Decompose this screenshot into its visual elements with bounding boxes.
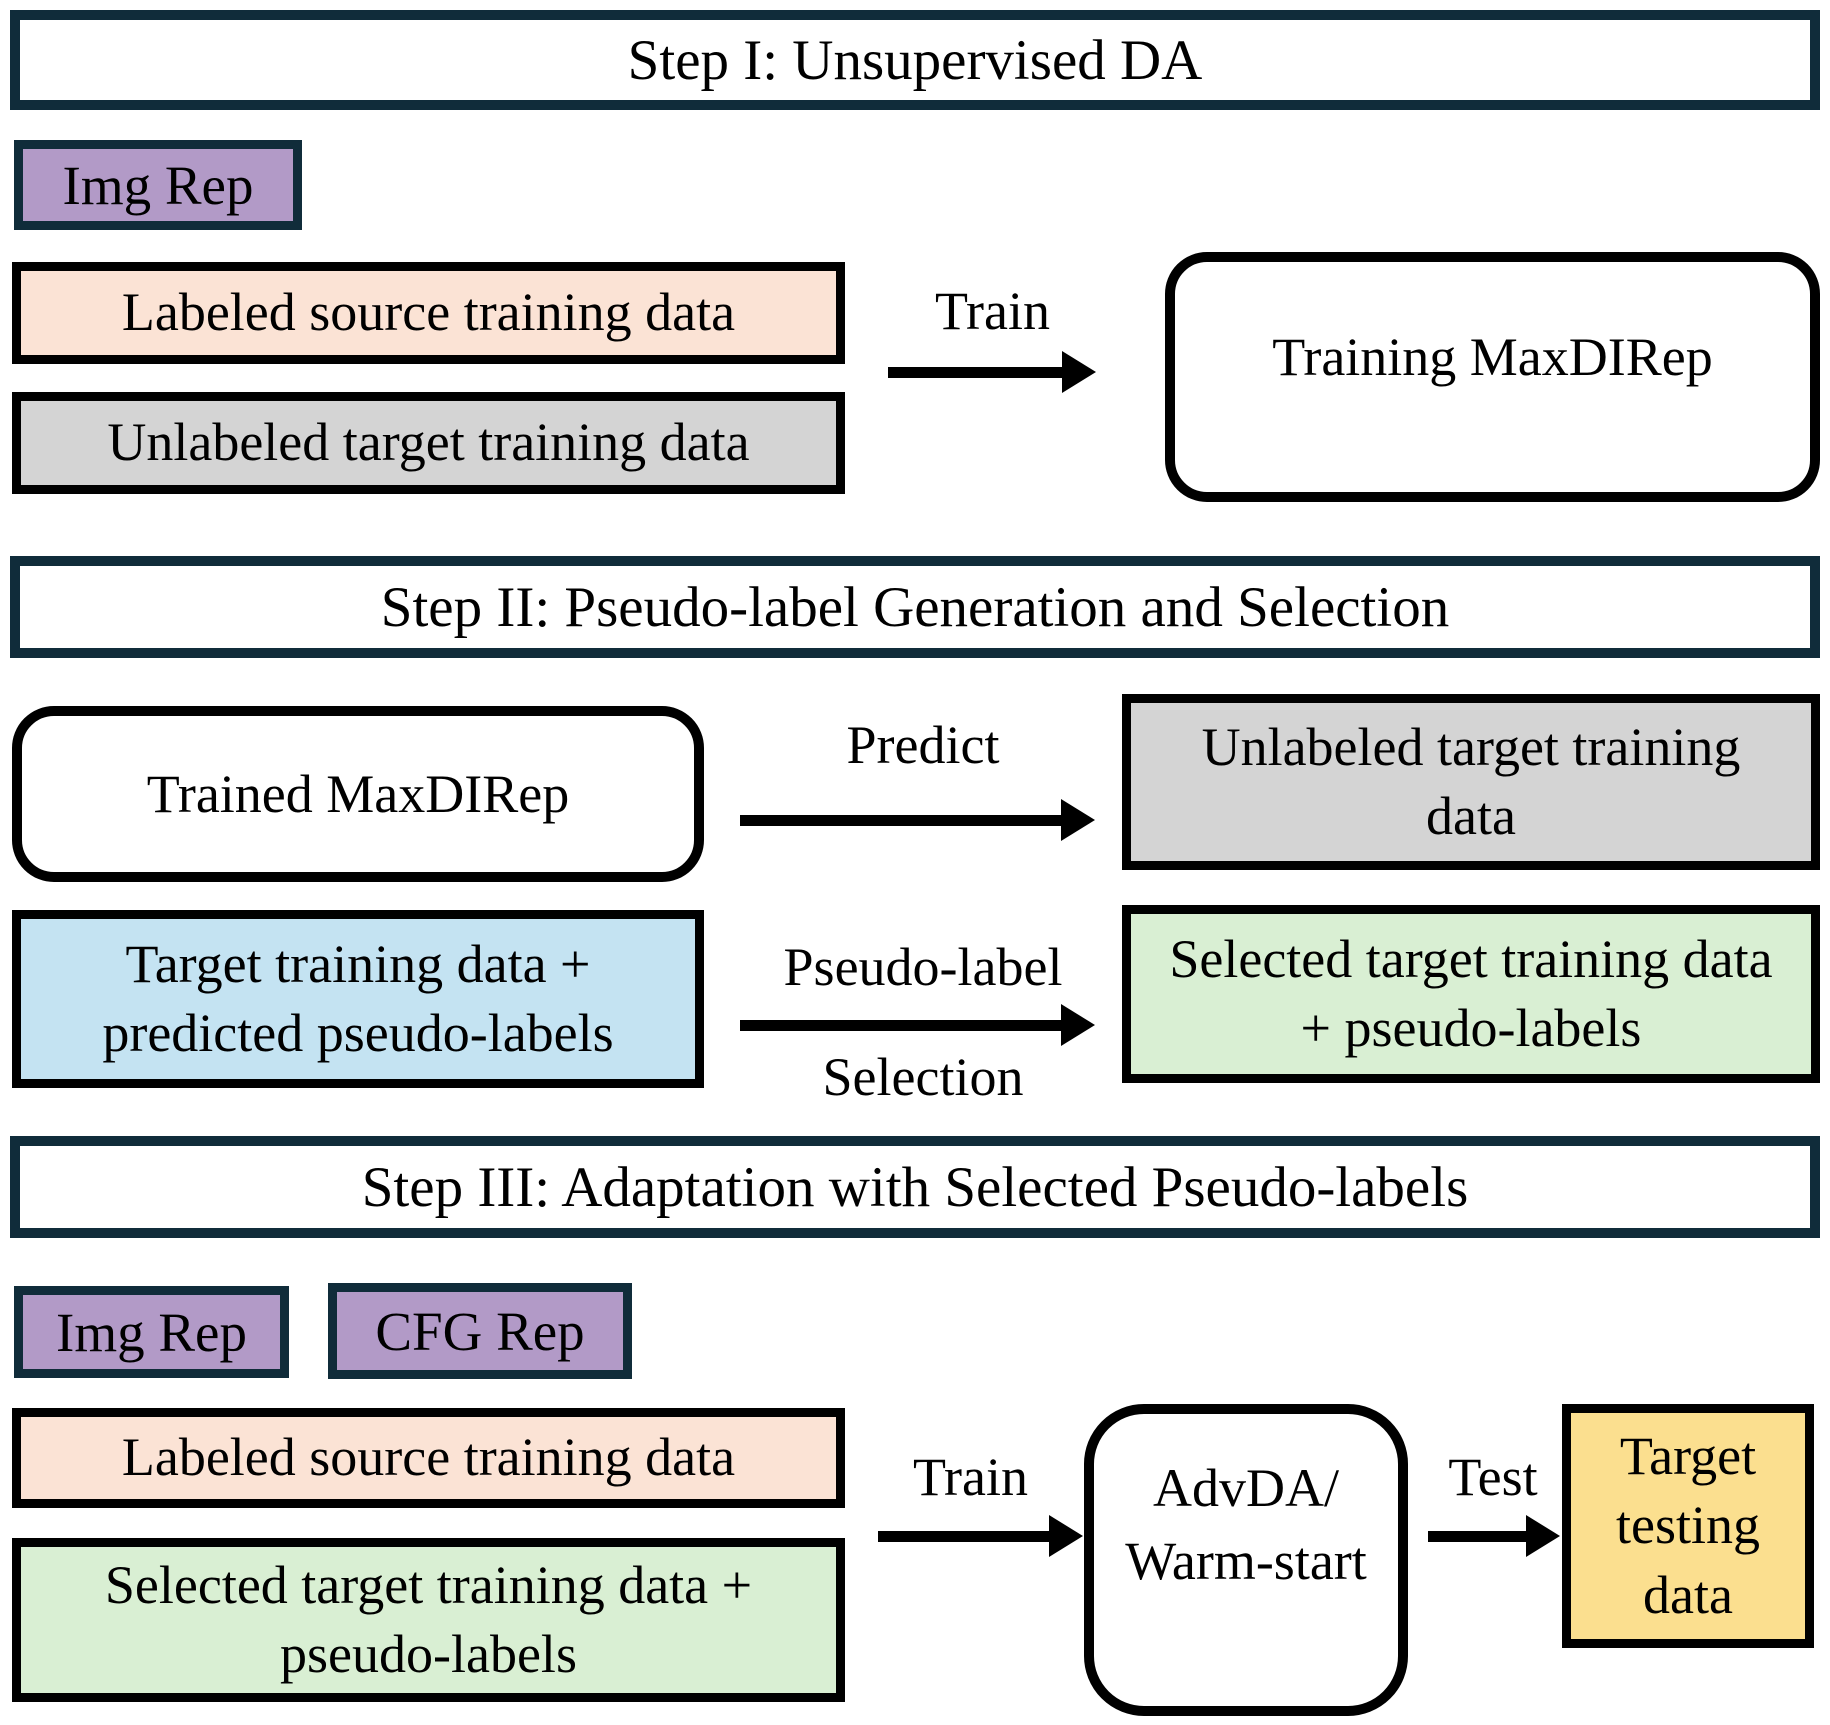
step3-advda-box: AdvDA/ Warm-start xyxy=(1084,1404,1408,1716)
step2-header: Step II: Pseudo-label Generation and Sel… xyxy=(10,556,1820,658)
arrow-shaft xyxy=(878,1530,1049,1542)
step3-advda-label: AdvDA/ Warm-start xyxy=(1125,1458,1367,1591)
step1-training-maxdirep-box: Training MaxDIRep xyxy=(1165,252,1820,502)
step3-selected-target-box: Selected target training data + pseudo-l… xyxy=(12,1538,845,1702)
step3-img-rep-chip: Img Rep xyxy=(14,1286,289,1378)
step3-labeled-source-box: Labeled source training data xyxy=(12,1408,845,1508)
arrow-shaft xyxy=(740,814,1061,826)
step2-selected-target-label: Selected target training data + pseudo-l… xyxy=(1169,928,1773,1058)
step1-labeled-source-label: Labeled source training data xyxy=(121,282,736,343)
step2-predict-arrow-label: Predict xyxy=(846,715,1000,776)
step2-pseudo-selection-arrow xyxy=(740,1003,1095,1047)
step2-trained-maxdirep-box: Trained MaxDIRep xyxy=(12,706,704,882)
arrow-shaft xyxy=(1428,1530,1526,1542)
step2-pseudo-selection-label-bottom: Selection xyxy=(822,1047,1024,1108)
arrow-shaft xyxy=(740,1019,1061,1031)
step1-img-rep-label: Img Rep xyxy=(62,154,254,216)
step2-predict-arrow xyxy=(740,798,1095,842)
step3-train-arrow xyxy=(878,1514,1083,1558)
step1-title: Step I: Unsupervised DA xyxy=(627,28,1203,92)
arrow-head xyxy=(1061,1004,1095,1046)
step3-test-arrow xyxy=(1428,1514,1560,1558)
arrow-shaft xyxy=(888,366,1062,378)
arrow-head xyxy=(1062,351,1096,393)
step1-training-maxdirep-label: Training MaxDIRep xyxy=(1272,326,1713,387)
step2-unlabeled-target-label: Unlabeled target training data xyxy=(1201,716,1741,846)
step2-trained-maxdirep-label: Trained MaxDIRep xyxy=(146,763,570,824)
arrow-head xyxy=(1061,799,1095,841)
step2-unlabeled-target-box: Unlabeled target training data xyxy=(1122,694,1820,870)
step3-cfg-rep-label: CFG Rep xyxy=(375,1300,585,1362)
step3-img-rep-label: Img Rep xyxy=(56,1301,247,1363)
step1-unlabeled-target-box: Unlabeled target training data xyxy=(12,392,845,494)
step3-header: Step III: Adaptation with Selected Pseud… xyxy=(10,1136,1820,1238)
step1-header: Step I: Unsupervised DA xyxy=(10,10,1820,110)
step3-cfg-rep-chip: CFG Rep xyxy=(328,1283,632,1379)
step1-train-arrow-label: Train xyxy=(934,281,1051,342)
step3-target-testing-label: Target testing data xyxy=(1616,1426,1760,1625)
step3-selected-target-label: Selected target training data + pseudo-l… xyxy=(104,1554,753,1684)
step2-title: Step II: Pseudo-label Generation and Sel… xyxy=(380,575,1450,639)
step2-target-pseudo-box: Target training data + predicted pseudo-… xyxy=(12,910,704,1088)
step3-target-testing-box: Target testing data xyxy=(1562,1404,1814,1648)
step3-test-arrow-label: Test xyxy=(1448,1447,1538,1508)
step1-unlabeled-target-label: Unlabeled target training data xyxy=(107,412,750,473)
arrow-head xyxy=(1049,1515,1083,1557)
arrow-head xyxy=(1526,1515,1560,1557)
step1-train-arrow xyxy=(888,350,1096,394)
step3-labeled-source-label: Labeled source training data xyxy=(121,1427,736,1488)
step2-target-pseudo-label: Target training data + predicted pseudo-… xyxy=(102,933,614,1063)
step2-selected-target-box: Selected target training data + pseudo-l… xyxy=(1122,905,1820,1083)
step2-pseudo-selection-label-top: Pseudo-label xyxy=(783,937,1063,998)
step1-labeled-source-box: Labeled source training data xyxy=(12,262,845,364)
step3-title: Step III: Adaptation with Selected Pseud… xyxy=(361,1155,1469,1219)
step3-train-arrow-label: Train xyxy=(912,1447,1029,1508)
step1-img-rep-chip: Img Rep xyxy=(14,140,302,230)
